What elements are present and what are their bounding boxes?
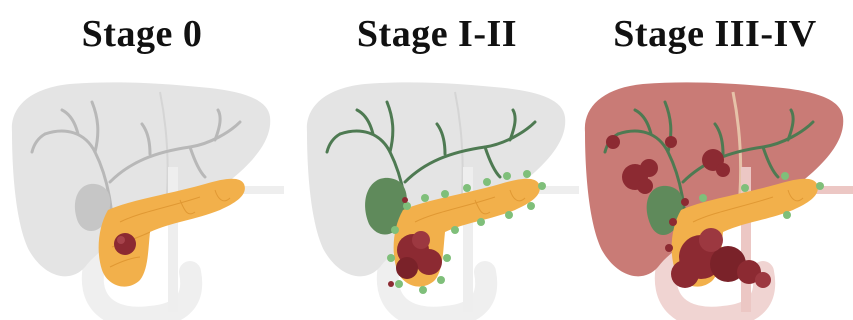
panel-title: Stage I-II	[295, 12, 579, 56]
tumor-highlight	[117, 236, 125, 244]
panel-stage-iii-iv: Stage III-IV	[573, 0, 853, 320]
liver-pancreas-illustration	[0, 72, 284, 320]
tumor-node	[402, 197, 408, 203]
vessel	[168, 167, 178, 312]
tumor-node	[388, 281, 394, 287]
tumor	[114, 233, 136, 255]
liver-pancreas-illustration	[295, 72, 579, 320]
panel-title: Stage 0	[0, 12, 284, 56]
panel-title: Stage III-IV	[573, 12, 853, 56]
panel-stage-i-ii: Stage I-II	[295, 0, 579, 320]
liver-pancreas-illustration	[573, 72, 853, 320]
panel-stage-0: Stage 0	[0, 0, 284, 320]
